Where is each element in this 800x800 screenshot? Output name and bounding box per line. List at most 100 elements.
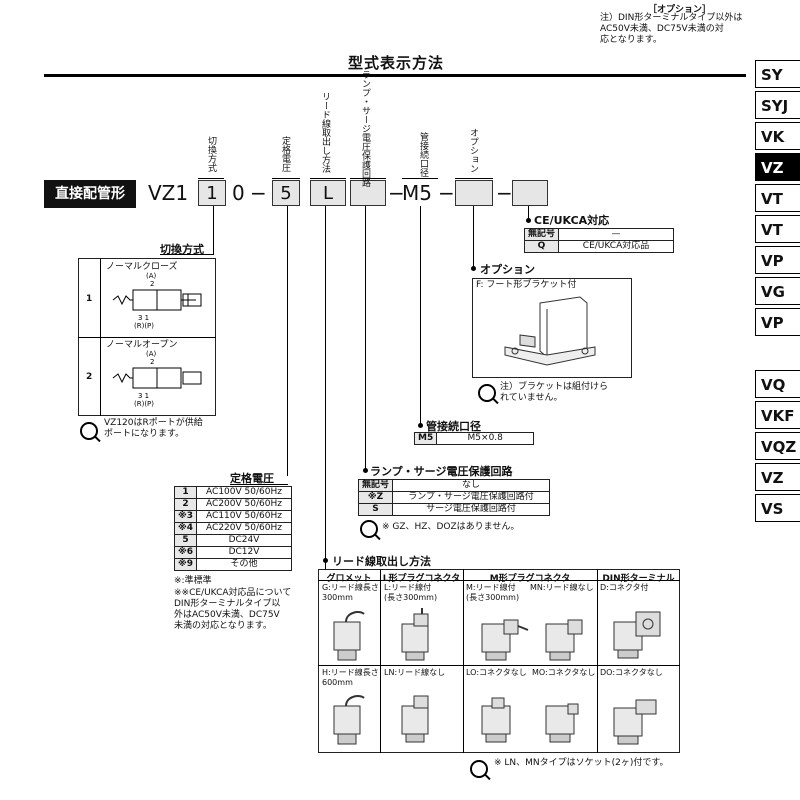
svg-text:3 1: 3 1 [138, 392, 149, 400]
lead-item-l: L:リード線付 (長さ300mm) [384, 583, 438, 602]
valve-image-do [613, 699, 657, 745]
svg-text:3 1: 3 1 [138, 314, 149, 322]
code-box-option [455, 180, 493, 206]
title-rule [44, 74, 746, 77]
lead-item-lo: LO:コネクタなし [466, 668, 527, 677]
leader-switching [213, 206, 214, 254]
leader-lead [325, 206, 326, 570]
option-item: F: フート形ブラケット付 [476, 280, 577, 290]
underline-port [402, 178, 438, 179]
surge-key-2: S [357, 503, 394, 516]
svg-text:(A): (A) [146, 272, 157, 280]
voltage-key-2: ※3 [173, 510, 198, 523]
valve-image-d [613, 611, 661, 659]
nav-tab-vs[interactable]: VS [755, 494, 800, 522]
valve-symbol-nc: (A) 2 3 1 (R)(P) [112, 272, 202, 330]
nav-tab-vz[interactable]: VZ [755, 153, 800, 181]
voltage-val-0: AC100V 50/60Hz [196, 486, 293, 499]
switching-note: VZ120はRポートが供給 ポートになります。 [104, 418, 203, 439]
note-icon [360, 520, 378, 538]
nav-tab-syj[interactable]: SYJ [755, 91, 800, 119]
code-box-switching: 1 [198, 180, 226, 206]
model-prefix: VZ1 [148, 181, 189, 205]
surge-note: ※ GZ、HZ、DOZはありません。 [382, 522, 520, 532]
option-note-title: ［オプション］ [648, 5, 712, 15]
page-title: 型式表示方法 [348, 54, 445, 72]
ce-val-1: CE/UKCA対応品 [558, 240, 675, 253]
voltage-val-1: AC200V 50/60Hz [196, 498, 293, 511]
voltage-note-1: ※:準標準 [174, 576, 212, 586]
port-pointer [418, 423, 423, 428]
valve-image-l [401, 608, 429, 661]
valve-image-g [333, 611, 365, 661]
lead-col-div-2 [463, 569, 464, 753]
nav-tab-sy[interactable]: SY [755, 60, 800, 88]
switching-row-divider [78, 337, 216, 338]
label-lead: リード線取出し方法 [320, 92, 330, 173]
nav-tab-vp[interactable]: VP [755, 246, 800, 274]
option-note: 注）ブラケットは組付けら れていません。 [500, 382, 609, 403]
svg-text:(R)(P): (R)(P) [134, 400, 154, 408]
lead-item-ln: LN:リード線なし [384, 668, 446, 677]
code-box-surge [350, 180, 386, 206]
code-box-lead: L [310, 180, 346, 206]
foot-bracket-illustration [504, 296, 596, 366]
option-note-text: 注）DIN形ターミナルタイプ以外は AC50V未満、DC75V未満の対 応となり… [600, 13, 743, 45]
leader-option [473, 206, 474, 266]
lead-head-grommet: グロメット [326, 574, 372, 584]
code-dash-2: − [388, 181, 405, 205]
voltage-key-1: 2 [173, 498, 198, 511]
label-port: 管接続口径 [418, 132, 428, 177]
underline-surge [350, 178, 386, 179]
port-key: M5 [413, 432, 438, 445]
surge-key-1: ※Z [357, 491, 394, 504]
nav-tab-vkf[interactable]: VKF [755, 401, 800, 429]
surge-pointer [363, 468, 368, 473]
code-dash-1: − [250, 181, 267, 205]
leader-voltage [287, 206, 288, 476]
surge-val-2: サージ電圧保護回路付 [392, 503, 551, 516]
nav-tab-vt-2[interactable]: VT [755, 215, 800, 243]
underline-option [455, 178, 493, 179]
voltage-note-2: ※※CE/UKCA対応品について DIN形ターミナルタイプ以 外はAC50V未満… [174, 588, 292, 631]
leader-surge [365, 206, 366, 470]
lead-col-div-3 [597, 569, 598, 753]
lead-head-din: DIN形ターミナル [602, 574, 675, 584]
nav-tab-vz-2[interactable]: VZ [755, 463, 800, 491]
nav-tab-vk[interactable]: VK [755, 122, 800, 150]
code-zero: 0 [232, 181, 245, 205]
switching-name-2: ノーマルオープン [106, 340, 178, 350]
voltage-key-0: 1 [173, 486, 198, 499]
ce-key-0: 無記号 [523, 228, 560, 241]
lead-note: ※ LN、MNタイプはソケット(2ヶ)付です。 [494, 758, 669, 768]
svg-text:(R)(P): (R)(P) [134, 322, 154, 330]
svg-text:(A): (A) [146, 350, 157, 358]
lead-item-h: H:リード線長さ 600mm [322, 668, 379, 687]
note-icon [478, 384, 496, 402]
lead-head-m-plug: M形プラグコネクタ [489, 574, 571, 584]
nav-tab-vp-2[interactable]: VP [755, 308, 800, 336]
leader-port [420, 206, 421, 424]
lead-head-l-plug: L形プラグコネクタ [382, 574, 461, 584]
lead-col-div-1 [380, 569, 381, 753]
port-val: M5×0.8 [436, 432, 535, 445]
nav-tab-vqz[interactable]: VQZ [755, 432, 800, 460]
valve-image-m [481, 619, 529, 661]
ce-pointer [526, 218, 531, 223]
lead-item-g: G:リード線長さ 300mm [322, 583, 379, 602]
lead-table [318, 569, 680, 753]
switching-key-1: 1 [86, 294, 93, 304]
switching-name-1: ノーマルクローズ [106, 262, 178, 272]
port-title: 管接続口径 [426, 420, 481, 433]
nav-tab-vq[interactable]: VQ [755, 370, 800, 398]
nav-tab-vg[interactable]: VG [755, 277, 800, 305]
valve-image-lo [481, 697, 511, 743]
option-pointer [471, 266, 476, 271]
nav-tab-vt[interactable]: VT [755, 184, 800, 212]
lead-title: リード線取出し方法 [332, 555, 431, 568]
surge-title: ランプ・サージ電圧保護回路 [370, 465, 513, 478]
code-box-ce [512, 180, 548, 206]
